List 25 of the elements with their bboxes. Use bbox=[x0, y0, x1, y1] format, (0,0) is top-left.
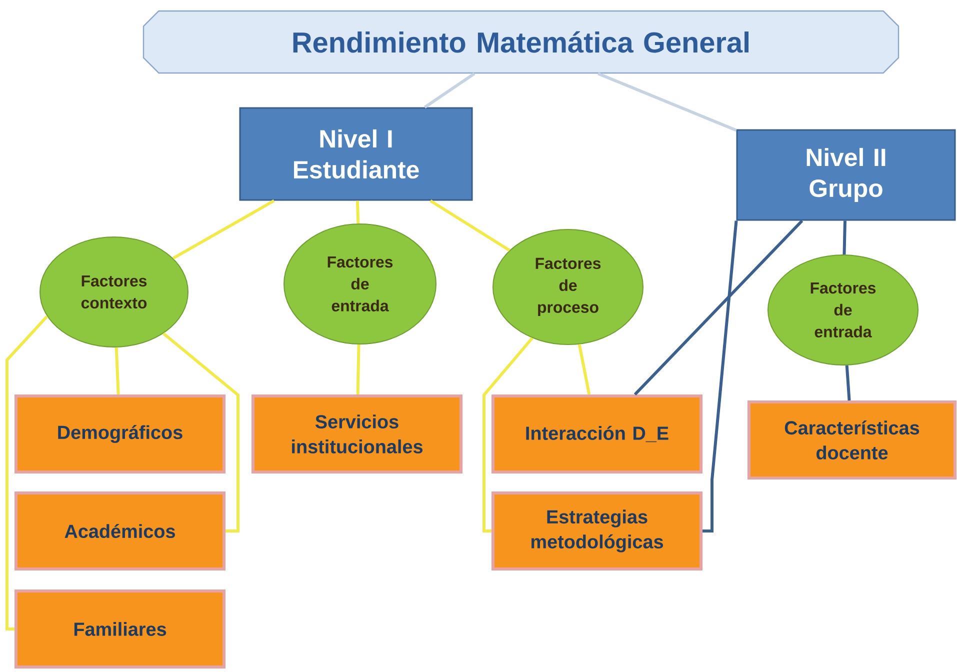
category-box: Demográficos bbox=[14, 394, 226, 474]
connector-line bbox=[356, 200, 360, 224]
level-box: Nivel II Grupo bbox=[736, 129, 956, 221]
category-box: Estrategias metodológicas bbox=[492, 491, 702, 570]
connector-line bbox=[634, 220, 804, 396]
connector-line bbox=[482, 337, 534, 532]
level-box: Nivel I Estudiante bbox=[239, 107, 473, 201]
connector-line bbox=[114, 347, 120, 395]
category-box: Servicios institucionales bbox=[252, 394, 462, 474]
connector-line bbox=[6, 315, 48, 630]
category-box: Académicos bbox=[14, 491, 226, 570]
connector-line bbox=[430, 199, 510, 252]
connector-line bbox=[842, 220, 846, 255]
connector-line bbox=[172, 199, 275, 260]
title-banner: Rendimiento Matemática General bbox=[142, 10, 900, 74]
connector-line bbox=[424, 72, 476, 108]
category-box: Interacción D_E bbox=[492, 394, 702, 474]
category-box: Familiares bbox=[14, 589, 226, 668]
connector-line bbox=[578, 344, 591, 395]
category-box: Características docente bbox=[748, 400, 956, 480]
connector-line bbox=[598, 72, 737, 132]
connector-line bbox=[845, 365, 851, 401]
connector-line bbox=[356, 344, 360, 395]
connector-line bbox=[702, 220, 738, 532]
connector-line bbox=[162, 332, 240, 532]
